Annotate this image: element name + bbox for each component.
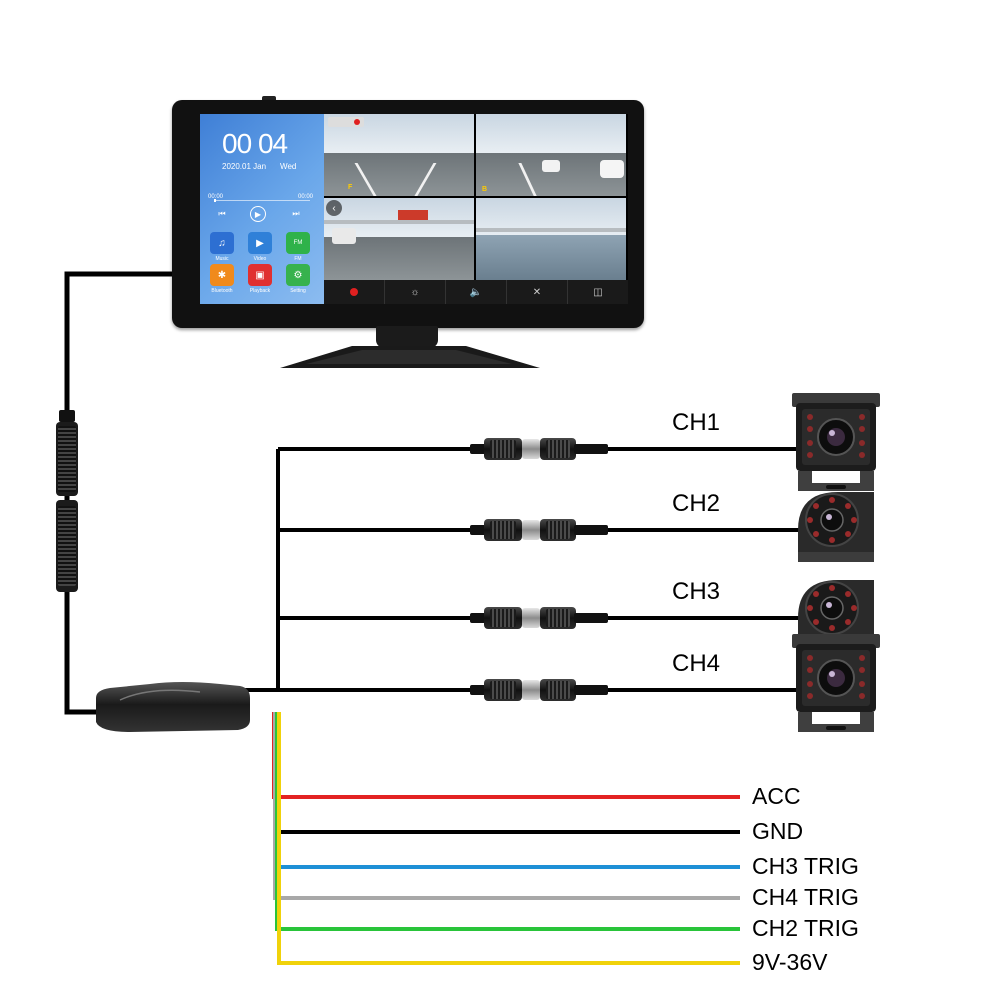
date-text: 2020.01 Jan <box>222 162 267 171</box>
record-icon[interactable] <box>324 280 384 304</box>
wire-gnd <box>274 712 740 834</box>
wire-9v-36v <box>277 712 740 965</box>
play-icon[interactable]: ▶ <box>250 206 266 222</box>
app-video-button[interactable]: ▶ <box>248 232 272 254</box>
playback-icon: ▣ <box>255 269 265 281</box>
camera-feed-2[interactable]: B <box>476 114 626 196</box>
record-badge <box>328 117 364 127</box>
app-playback-button[interactable]: ▣ <box>248 264 272 286</box>
channel-label: CH2 <box>672 490 721 517</box>
progress-bar[interactable] <box>214 199 310 202</box>
radio-icon: FM <box>293 240 303 246</box>
harness-junction-box <box>96 682 250 732</box>
home-panel: 00 04 2020.01 Jan Wed 00:00 00:00 ⏮ ▶ ⏭ ♫… <box>200 114 324 304</box>
app-fm-button[interactable]: FM <box>286 232 310 254</box>
gear-icon: ⚙ <box>293 269 303 281</box>
ch3-connector <box>470 607 610 629</box>
clock-minutes: 04 <box>257 128 288 159</box>
elapsed-time: 00:00 <box>208 194 224 200</box>
feed-tag-front: F <box>348 184 353 191</box>
app-label: Video <box>253 256 267 262</box>
ch2-dome-camera <box>798 492 874 562</box>
next-icon[interactable]: ⏭ <box>292 209 300 218</box>
wire-acc <box>272 712 740 799</box>
channel-label: CH4 <box>672 650 721 677</box>
clock: 00 04 <box>222 128 288 160</box>
channel-bus <box>244 449 280 692</box>
total-time: 00:00 <box>298 194 314 200</box>
progress-fill <box>214 199 216 202</box>
screen-toolbar: ☼ 🔈 ✕ ◫ <box>324 280 628 304</box>
camera-feed-4[interactable] <box>476 198 626 280</box>
app-label: Setting <box>290 288 306 294</box>
monitor-cable-connector <box>56 410 78 592</box>
app-label: Music <box>215 256 229 262</box>
bluetooth-icon: ✱ <box>217 269 227 281</box>
quad-view: F B ‹ <box>324 114 628 280</box>
app-setting-button[interactable]: ⚙ <box>286 264 310 286</box>
ch1-box-camera <box>792 393 880 491</box>
channel-label: CH3 <box>672 578 721 605</box>
monitor-stand-neck <box>376 326 438 348</box>
wire-label: ACC <box>752 783 801 809</box>
wire-label: GND <box>752 818 804 844</box>
weekday-text: Wed <box>280 162 297 171</box>
ch4-box-camera <box>792 634 880 732</box>
power-wire-group <box>272 712 740 965</box>
app-music-button[interactable]: ♫ <box>210 232 234 254</box>
wire-label: 9V-36V <box>752 949 828 975</box>
wire-label: CH3 TRIG <box>752 853 859 879</box>
chevron-left-icon[interactable]: ‹ <box>326 200 342 216</box>
ch1-connector <box>470 438 610 460</box>
app-label: Playback <box>249 288 271 294</box>
volume-icon[interactable]: 🔈 <box>445 280 506 304</box>
camera-feed-1[interactable]: F <box>324 114 474 196</box>
wire-label: CH2 TRIG <box>752 915 859 941</box>
camera-feed-3[interactable] <box>324 198 474 280</box>
monitor-stand-base <box>280 346 540 368</box>
monitor-screen: 00 04 2020.01 Jan Wed 00:00 00:00 ⏮ ▶ ⏭ ♫… <box>200 114 628 304</box>
app-bluetooth-button[interactable]: ✱ <box>210 264 234 286</box>
ch2-connector <box>470 519 610 541</box>
play-icon: ▶ <box>256 237 264 249</box>
split-view-icon[interactable]: ◫ <box>567 280 628 304</box>
channel-label: CH1 <box>672 409 721 436</box>
date-line: 2020.01 Jan Wed <box>222 162 296 171</box>
mic-mute-icon[interactable]: ✕ <box>506 280 567 304</box>
ch4-connector <box>470 679 610 701</box>
clock-hours: 00 <box>222 128 252 159</box>
wire-ch4-trig <box>273 712 740 900</box>
previous-icon[interactable]: ⏮ <box>218 209 226 218</box>
brightness-icon[interactable]: ☼ <box>384 280 445 304</box>
app-label: Bluetooth <box>211 288 233 294</box>
app-label: FM <box>294 256 302 262</box>
wire-label: CH4 TRIG <box>752 884 859 910</box>
feed-tag-back: B <box>482 186 488 193</box>
music-note-icon: ♫ <box>218 237 226 249</box>
power-button[interactable] <box>262 96 276 102</box>
wire-ch3-trig <box>276 712 740 869</box>
